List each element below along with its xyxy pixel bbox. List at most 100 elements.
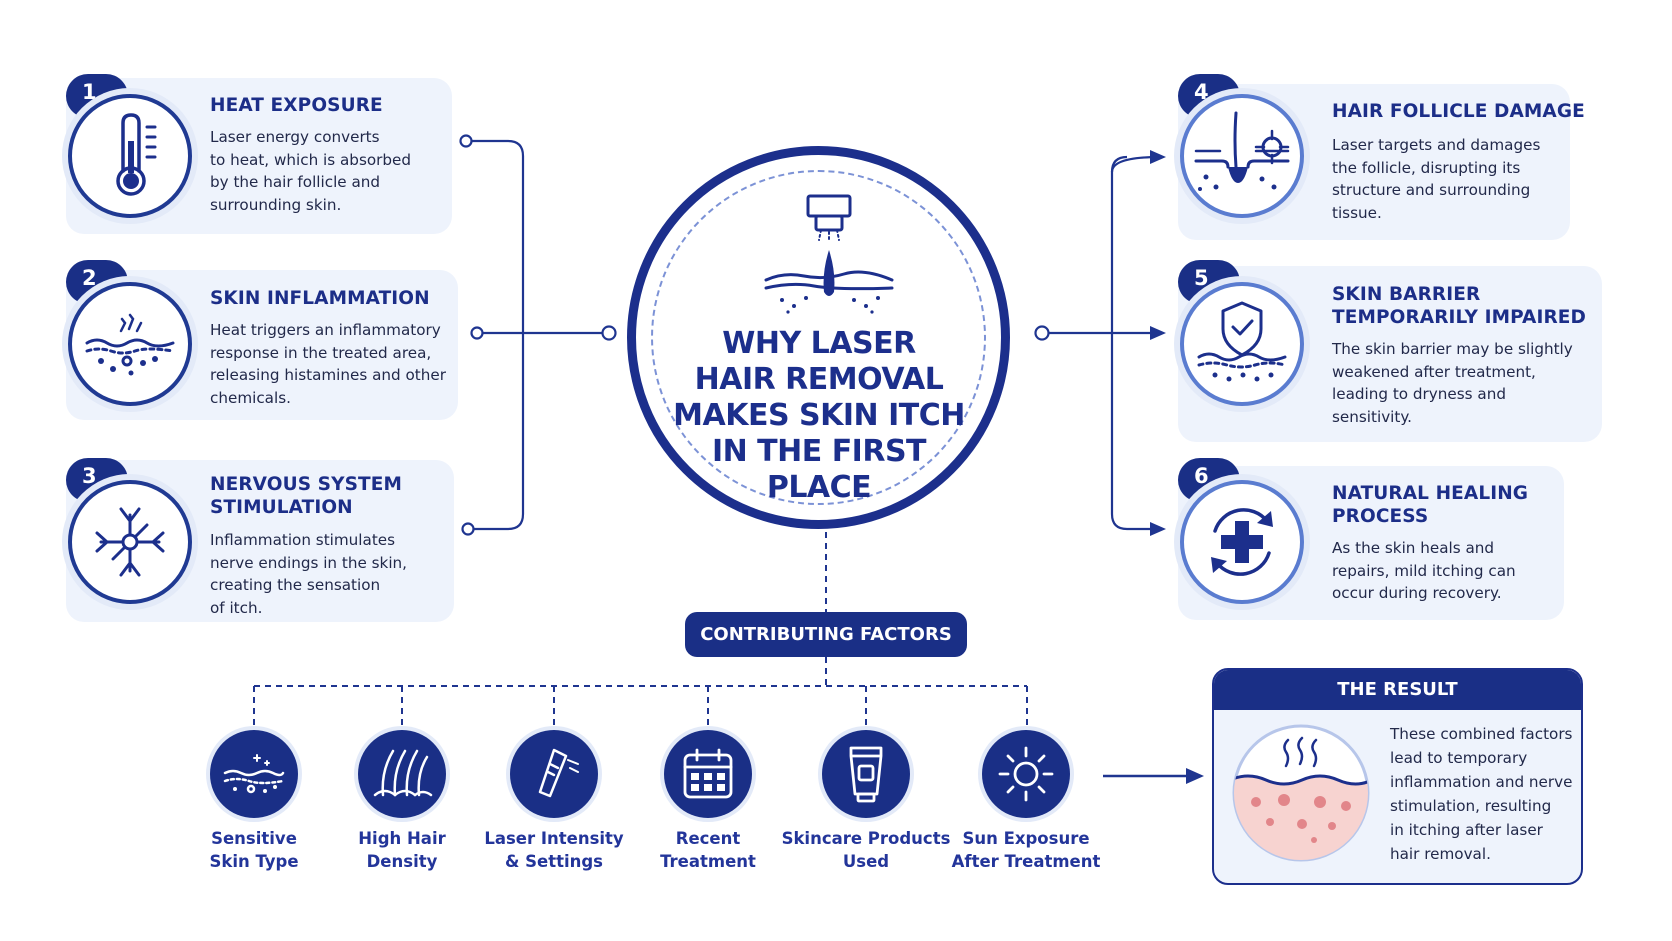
- sensitive-skin-icon: [223, 754, 285, 794]
- cause-text-line: creating the sensation: [210, 576, 381, 594]
- cause-title-3: NERVOUS SYSTEM STIMULATION: [210, 473, 402, 519]
- result-text-line: hair removal.: [1390, 845, 1491, 863]
- cause-text-4: Laser targets and damages the follicle, …: [1332, 134, 1540, 224]
- cause-text-2: Heat triggers an inflammatory response i…: [210, 319, 446, 409]
- cause-title-4: HAIR FOLLICLE DAMAGE: [1332, 100, 1585, 123]
- cause-text-6: As the skin heals and repairs, mild itch…: [1332, 537, 1516, 605]
- factor-label-4: Recent Treatment: [623, 827, 793, 873]
- cause-text-line: releasing histamines and other: [210, 366, 446, 384]
- cause-text-line: of itch.: [210, 598, 263, 617]
- laser-device-icon: [538, 748, 579, 798]
- irritated-skin-icon: [1232, 724, 1370, 862]
- cause-title-6: NATURAL HEALING PROCESS: [1332, 482, 1528, 528]
- shield-skin-icon: [1197, 301, 1287, 382]
- skincare-tube-icon: [849, 746, 883, 803]
- factor-icon-circle-6: [982, 730, 1070, 818]
- hair-follicle-target-icon: [1194, 111, 1290, 191]
- thermometer-icon: [116, 113, 157, 196]
- cause-text-line: repairs, mild itching can: [1332, 561, 1516, 580]
- cause-title-line: PROCESS: [1332, 506, 1429, 527]
- cause-text-line: to heat, which is absorbed: [210, 150, 412, 169]
- cause-text-line: the follicle, disrupting its: [1332, 158, 1521, 177]
- factor-label-line: Laser Intensity: [484, 829, 624, 848]
- factor-label-line: After Treatment: [951, 852, 1101, 871]
- cause-icon-circle-6: [1180, 480, 1304, 604]
- cause-icon-circle-4: [1180, 94, 1304, 218]
- factor-label-line: Sun Exposure: [962, 829, 1090, 848]
- cause-text-1: Laser energy converts to heat, which is …: [210, 126, 411, 216]
- cause-text-5: The skin barrier may be slightly weakene…: [1332, 338, 1573, 428]
- result-heading: THE RESULT: [1214, 670, 1581, 710]
- factor-label-line: Sensitive: [211, 829, 297, 848]
- center-title-line: HAIR REMOVAL: [694, 362, 944, 397]
- contributing-factors-heading: CONTRIBUTING FACTORS: [685, 612, 967, 657]
- cause-title-line: HEAT EXPOSURE: [210, 95, 383, 116]
- healing-cross-icon: [1211, 508, 1273, 576]
- cause-title-line: STIMULATION: [210, 497, 353, 518]
- factor-label-3: Laser Intensity & Settings: [469, 827, 639, 873]
- center-title-line: MAKES SKIN ITCH: [673, 398, 965, 433]
- cause-text-line: The skin barrier may be slightly: [1332, 340, 1573, 358]
- cause-text-line: nerve endings in the skin,: [210, 553, 408, 572]
- laser-follicle-icon: [764, 194, 894, 314]
- factor-label-line: Skincare Products: [781, 829, 951, 848]
- cause-title-5: SKIN BARRIER TEMPORARILY IMPAIRED: [1332, 283, 1586, 329]
- cause-title-line: NERVOUS SYSTEM: [210, 474, 402, 495]
- factor-icon-circle-5: [822, 730, 910, 818]
- factor-label-2: High Hair Density: [317, 827, 487, 873]
- sun-icon: [998, 746, 1054, 802]
- cause-title-2: SKIN INFLAMMATION: [210, 287, 430, 310]
- factor-icon-circle-1: [210, 730, 298, 818]
- cause-text-line: tissue.: [1332, 203, 1382, 222]
- factor-icon-circle-4: [664, 730, 752, 818]
- center-title-line: IN THE FIRST PLACE: [711, 434, 927, 505]
- cause-text-line: structure and surrounding: [1332, 181, 1531, 199]
- cause-title-1: HEAT EXPOSURE: [210, 94, 383, 117]
- factor-label-6: Sun Exposure After Treatment: [941, 827, 1111, 873]
- cause-text-line: Laser targets and damages: [1332, 136, 1541, 154]
- cause-icon-circle-2: [68, 282, 192, 406]
- factor-label-line: Skin Type: [209, 852, 299, 871]
- hair-density-icon: [373, 749, 433, 797]
- cause-title-line: SKIN BARRIER: [1332, 284, 1481, 305]
- cause-icon-circle-1: [68, 94, 192, 218]
- cause-text-line: Heat triggers an inflammatory: [210, 321, 441, 339]
- result-text-line: lead to temporary: [1390, 749, 1528, 767]
- cause-text-line: weakened after treatment,: [1332, 362, 1536, 381]
- cause-icon-circle-3: [68, 480, 192, 604]
- factor-label-line: Used: [842, 852, 890, 871]
- calendar-icon: [683, 748, 733, 799]
- factor-label-1: Sensitive Skin Type: [169, 827, 339, 873]
- result-text-line: in itching after laser: [1390, 821, 1543, 839]
- nerve-cell-icon: [95, 507, 165, 577]
- cause-title-line: HAIR FOLLICLE DAMAGE: [1332, 101, 1585, 122]
- factor-label-line: Recent: [675, 829, 741, 848]
- cause-text-line: by the hair follicle and: [210, 173, 381, 191]
- result-text-line: stimulation, resulting: [1390, 797, 1552, 815]
- cause-text-line: Inflammation stimulates: [210, 531, 396, 549]
- cause-icon-circle-5: [1180, 282, 1304, 406]
- factor-icon-circle-2: [358, 730, 446, 818]
- result-text: These combined factors lead to temporary…: [1390, 722, 1580, 866]
- result-text-line: inflammation and nerve: [1390, 773, 1573, 791]
- cause-title-line: NATURAL HEALING: [1332, 483, 1529, 504]
- cause-text-line: response in the treated area,: [210, 343, 432, 362]
- center-inner-dashed-ring: [651, 170, 986, 505]
- cause-title-line: TEMPORARILY IMPAIRED: [1332, 307, 1586, 328]
- cause-text-line: Laser energy converts: [210, 128, 380, 146]
- cause-text-line: sensitivity.: [1332, 407, 1412, 426]
- factor-icon-circle-3: [510, 730, 598, 818]
- cause-text-3: Inflammation stimulates nerve endings in…: [210, 529, 407, 619]
- factor-label-line: Density: [366, 852, 438, 871]
- result-text-line: These combined factors: [1390, 725, 1573, 743]
- factor-label-line: & Settings: [504, 852, 604, 871]
- inflamed-skin-icon: [85, 313, 175, 376]
- center-title: WHY LASER HAIR REMOVAL MAKES SKIN ITCH I…: [660, 326, 978, 506]
- cause-text-line: leading to dryness and: [1332, 385, 1506, 403]
- cause-text-line: As the skin heals and: [1332, 539, 1495, 557]
- factor-label-5: Skincare Products Used: [781, 827, 951, 873]
- cause-title-line: SKIN INFLAMMATION: [210, 288, 430, 309]
- cause-text-line: surrounding skin.: [210, 195, 342, 214]
- factor-label-line: High Hair: [358, 829, 446, 848]
